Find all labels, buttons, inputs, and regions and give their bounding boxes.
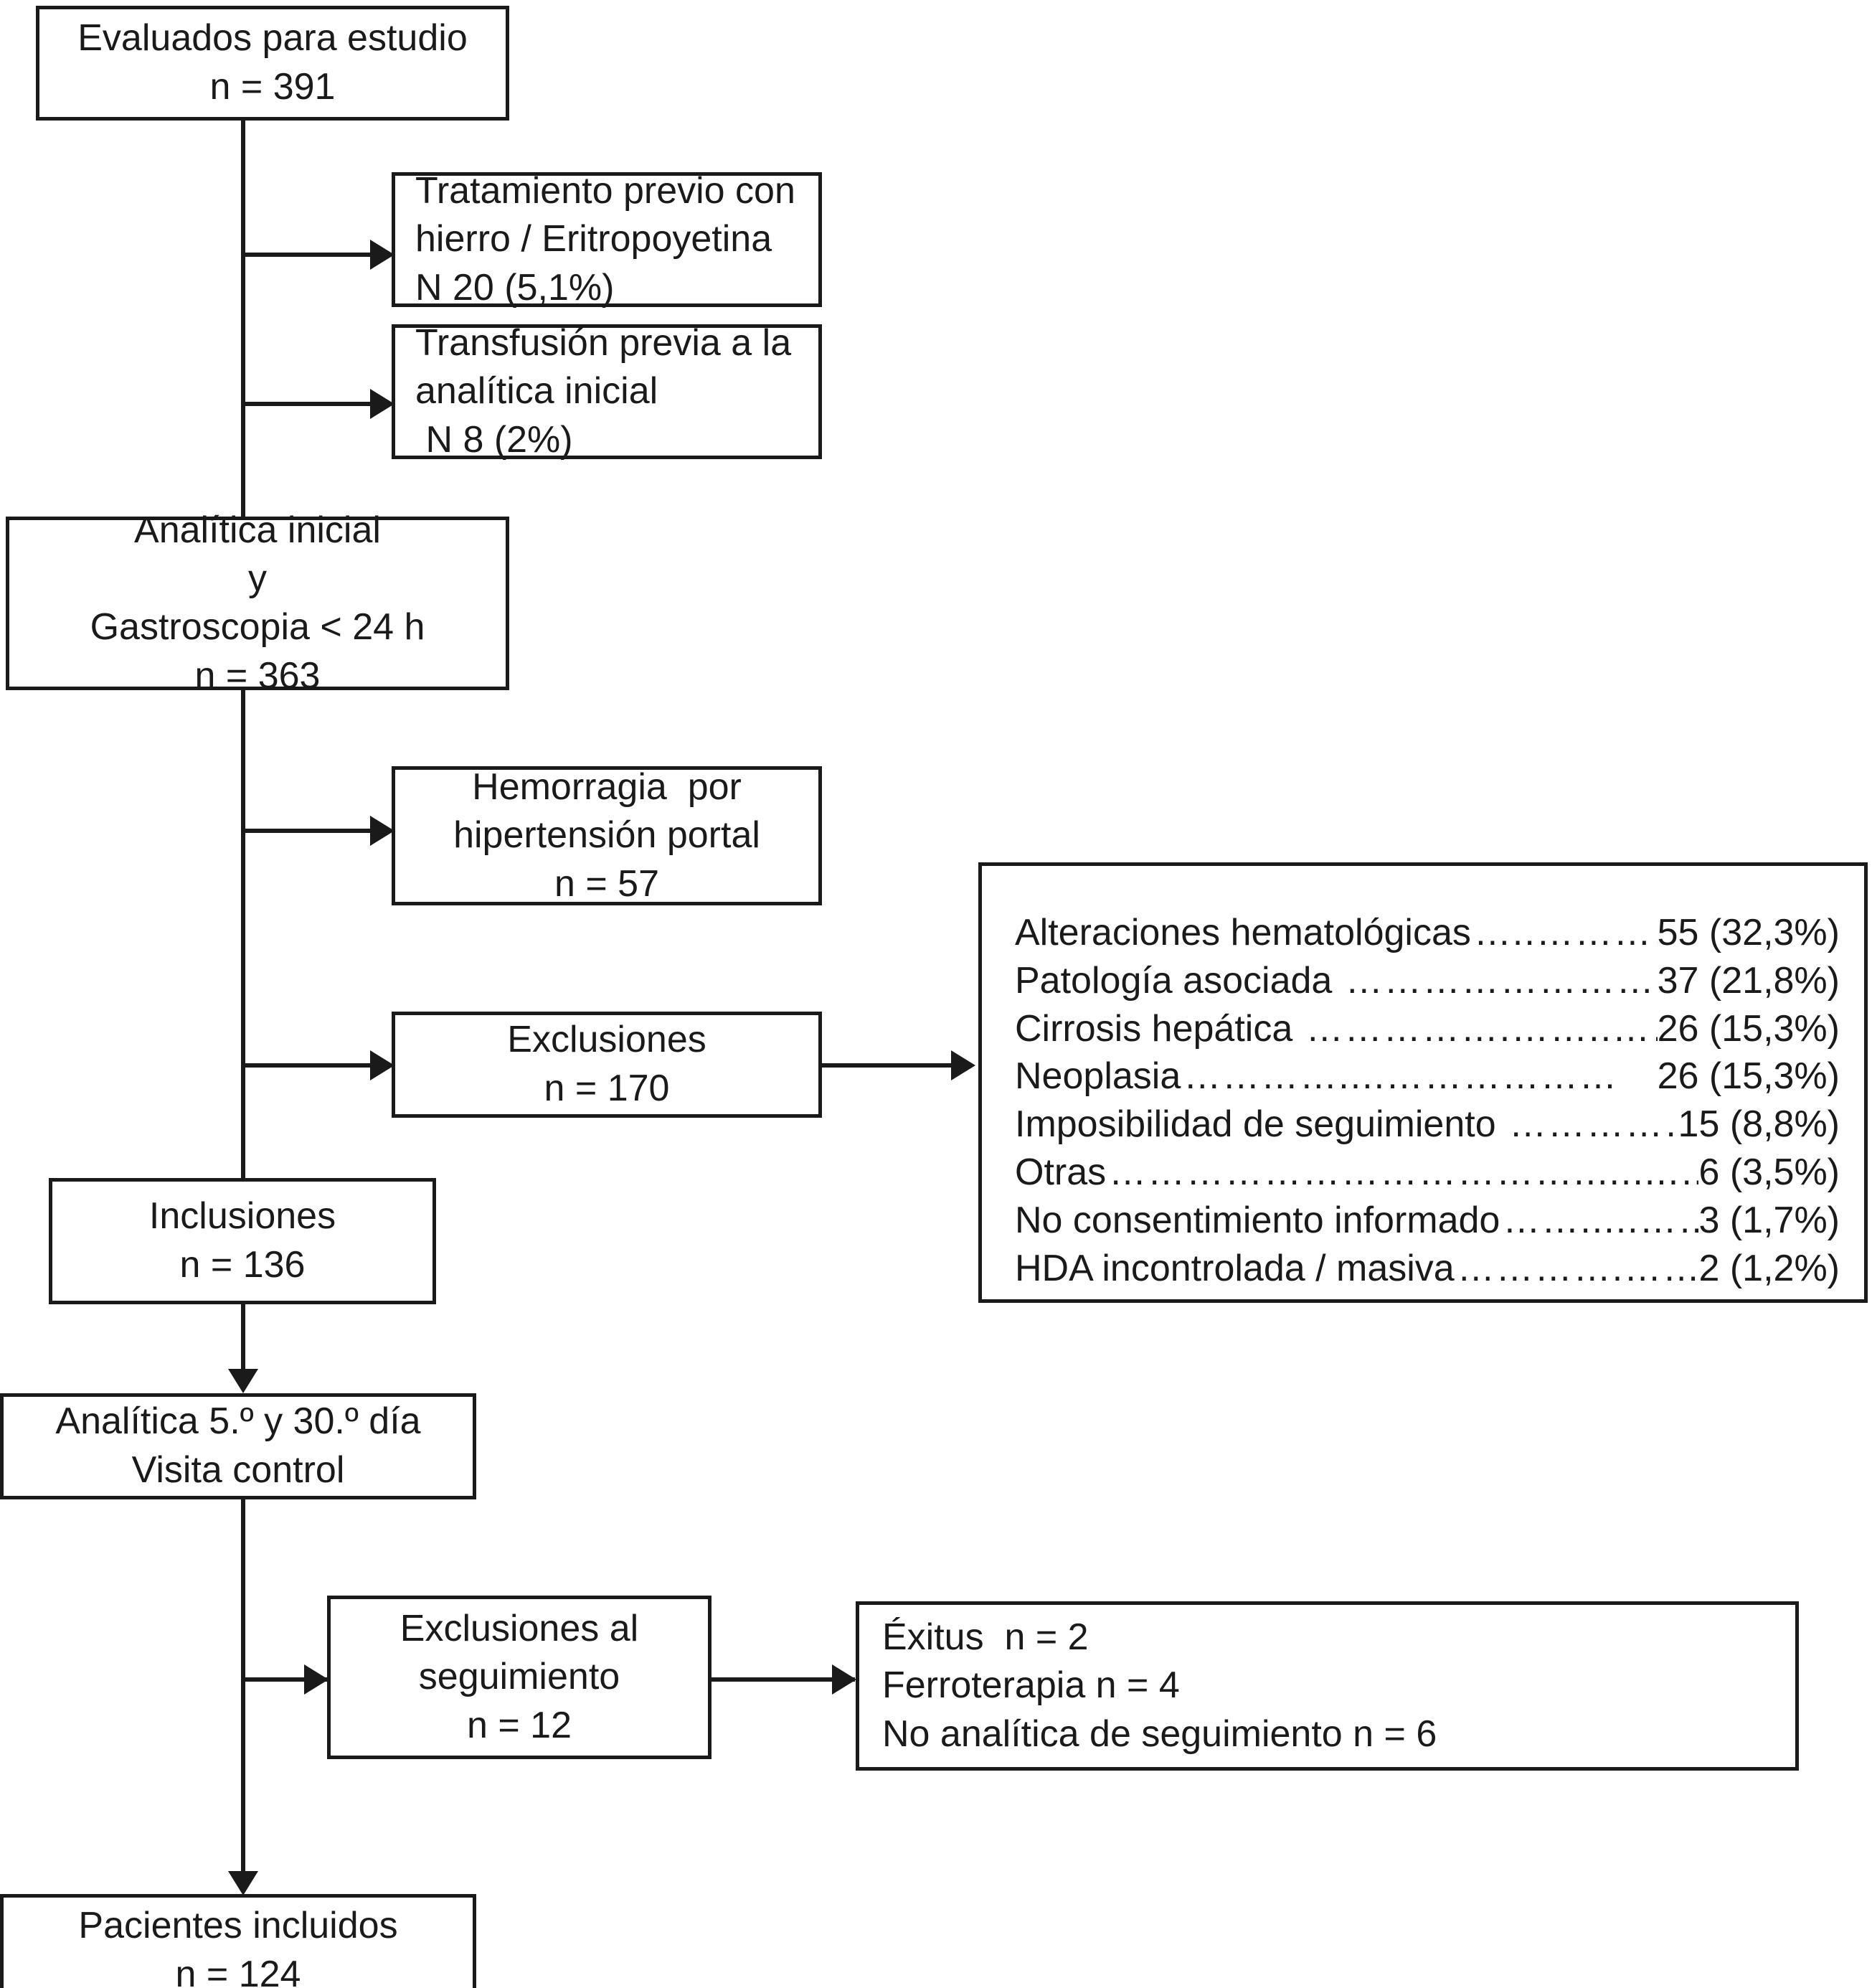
node-exclusiones[interactable]: Exclusiones n = 170 (392, 1012, 822, 1118)
node-motivos-exclusion-seguimiento[interactable]: Éxitus n = 2 Ferroterapia n = 4 No analí… (856, 1601, 1799, 1771)
exclusion-reason-value: 55 (32,3%) (1657, 912, 1840, 953)
connector-branch-exclusiones-seguimiento (241, 1677, 327, 1682)
arrowhead-reasons (951, 1050, 975, 1080)
exclusion-reason-value: 15 (8,8%) (1678, 1103, 1840, 1146)
arrowhead-seguimiento (228, 1369, 258, 1393)
arrowhead-tratamiento (370, 240, 394, 270)
node-tratamiento-line-2: hierro / Eritropoyetina (415, 218, 772, 260)
node-pacientes-incluidos[interactable]: Pacientes incluidos n = 124 (0, 1894, 476, 1988)
exclusion-reason-row: Imposibilidad de seguimiento …………… 15 (8… (1015, 1101, 1840, 1149)
exclusion-reason-dots: ……………………… (1345, 959, 1658, 1002)
node-analitica-line-4: n = 363 (194, 654, 321, 697)
exclusion-reason-row: Alteraciones hematológicas …..………… 55 (3… (1015, 909, 1840, 957)
node-exclusiones-line-2: n = 170 (544, 1068, 670, 1109)
node-analitica-line-3: Gastroscopia < 24 h (90, 606, 425, 648)
exclusion-reason-dots: …………… (1509, 1103, 1678, 1146)
node-exclusiones-line-1: Exclusiones (507, 1019, 706, 1061)
exclusion-reason-dots: …………….……..…… (1305, 1007, 1658, 1050)
node-transfusion-line-2: analítica inicial (415, 370, 658, 413)
node-analitica-inicial[interactable]: Analítica inicial y Gastroscopia < 24 h … (6, 509, 509, 697)
node-analitica-line-2: y (248, 557, 267, 600)
arrowhead-exclusiones (370, 1050, 394, 1080)
exclusion-reason-value: 37 (21,8%) (1657, 959, 1840, 1002)
node-pacientes-line-2: n = 124 (175, 1954, 301, 1988)
node-tratamiento-line-1: Tratamiento previo con (415, 169, 795, 212)
exclusion-reason-label: Alteraciones hematológicas (1015, 912, 1471, 953)
node-evaluados-line-2: n = 391 (209, 66, 336, 108)
arrowhead-transfusion (370, 389, 394, 419)
exclusion-reason-value: 2 (1,2%) (1698, 1247, 1840, 1289)
connector-analitica-to-inclusiones (241, 690, 245, 1178)
node-analitica-line-1: Analítica inicial (134, 509, 381, 551)
node-motivos-line-1: Éxitus n = 2 (882, 1616, 1089, 1658)
node-hemorragia-line-3: n = 57 (554, 862, 660, 905)
node-inclusiones-line-1: Inclusiones (148, 1195, 336, 1238)
node-motivos-line-2: Ferroterapia n = 4 (882, 1664, 1180, 1707)
exclusion-reason-label: Patología asociada (1015, 959, 1343, 1002)
node-analitica-seguimiento-line-1: Analítica 5.º y 30.º día (55, 1400, 421, 1443)
connector-exclusiones-to-reasons (819, 1063, 955, 1068)
exclusion-reason-dots: …..………… (1473, 912, 1658, 953)
exclusion-reason-label: Otras (1015, 1151, 1107, 1194)
exclusion-reason-dots: …………....……………… (1183, 1055, 1619, 1098)
node-evaluados-para-estudio[interactable]: Evaluados para estudio n = 391 (36, 6, 509, 121)
arrowhead-exclusiones-seguimiento (304, 1664, 328, 1695)
exclusion-reason-dots: …….....……. (1503, 1199, 1698, 1241)
connector-branch-tratamiento (241, 253, 374, 257)
exclusion-reason-label: Imposibilidad de seguimiento (1015, 1103, 1507, 1146)
exclusion-reason-row: Cirrosis hepática …………….……..…… 26 (15,3%… (1015, 1005, 1840, 1053)
node-analitica-seguimiento[interactable]: Analítica 5.º y 30.º día Visita control (0, 1393, 476, 1499)
node-exclusion-reasons-list[interactable]: Alteraciones hematológicas …..………… 55 (3… (978, 862, 1868, 1303)
node-hemorragia-hipertension-portal[interactable]: Hemorragia por hipertensión portal n = 5… (392, 766, 822, 905)
exclusion-reason-label: Neoplasia (1015, 1055, 1181, 1098)
exclusion-reason-value: 26 (15,3%) (1657, 1055, 1840, 1098)
exclusion-reason-dots: ………….……... (1457, 1247, 1699, 1289)
arrowhead-pacientes (228, 1871, 258, 1895)
node-analitica-seguimiento-line-2: Visita control (131, 1449, 345, 1491)
node-motivos-line-3: No analítica de seguimiento n = 6 (882, 1713, 1437, 1755)
exclusion-reason-row: Neoplasia …………....……………… 26 (15,3%) (1015, 1052, 1840, 1101)
connector-branch-transfusion (241, 402, 374, 406)
connector-exclusiones-seguimiento-to-motivos (712, 1677, 855, 1682)
node-transfusion-line-3: N 8 (2%) (415, 418, 573, 461)
exclusion-reason-label: No consentimiento informado (1015, 1199, 1500, 1241)
arrowhead-hemorragia (370, 816, 394, 846)
node-pacientes-line-1: Pacientes incluidos (78, 1905, 398, 1947)
exclusion-reason-row: Otras ……………………………….........… 6 (3,5%) (1015, 1149, 1840, 1197)
node-inclusiones[interactable]: Inclusiones n = 136 (49, 1178, 436, 1304)
exclusion-reason-label: HDA incontrolada / masiva (1015, 1247, 1455, 1289)
node-transfusion-line-1: Transfusión previa a la (415, 321, 792, 364)
node-transfusion-previa[interactable]: Transfusión previa a la analítica inicia… (392, 322, 822, 461)
node-hemorragia-line-1: Hemorragia por (472, 765, 742, 808)
node-evaluados-line-1: Evaluados para estudio (77, 17, 468, 60)
exclusion-reason-row: No consentimiento informado …….....……. 3… (1015, 1197, 1840, 1245)
node-exclusiones-seguimiento-line-3: n = 12 (466, 1704, 572, 1746)
connector-branch-hemorragia (241, 829, 374, 833)
node-exclusiones-seguimiento-line-1: Exclusiones al (400, 1607, 639, 1649)
exclusion-reason-value: 6 (3,5%) (1698, 1151, 1840, 1194)
node-hemorragia-line-2: hipertensión portal (453, 814, 760, 857)
exclusion-reason-row: HDA incontrolada / masiva ………….……... 2 (… (1015, 1245, 1840, 1293)
node-exclusiones-seguimiento-line-2: seguimiento (418, 1656, 620, 1698)
arrowhead-motivos (832, 1664, 856, 1695)
node-tratamiento-line-3: N 20 (5,1%) (415, 266, 615, 308)
exclusion-reason-dots: ……………………………….........… (1109, 1151, 1699, 1194)
exclusion-reason-value: 26 (15,3%) (1657, 1007, 1840, 1050)
connector-branch-exclusiones (241, 1063, 374, 1068)
exclusion-reason-row: Patología asociada ……………………… 37 (21,8%) (1015, 957, 1840, 1005)
exclusion-reason-label: Cirrosis hepática (1015, 1007, 1303, 1050)
node-tratamiento-previo[interactable]: Tratamiento previo con hierro / Eritropo… (392, 170, 822, 308)
exclusion-reason-value: 3 (1,7%) (1698, 1199, 1840, 1241)
connector-inclusiones-to-seguimiento (241, 1304, 245, 1385)
connector-seguimiento-to-pacientes (241, 1499, 245, 1887)
node-inclusiones-line-2: n = 136 (179, 1244, 306, 1286)
node-exclusiones-al-seguimiento[interactable]: Exclusiones al seguimiento n = 12 (327, 1596, 712, 1759)
connector-evaluados-to-analitica (241, 121, 245, 517)
